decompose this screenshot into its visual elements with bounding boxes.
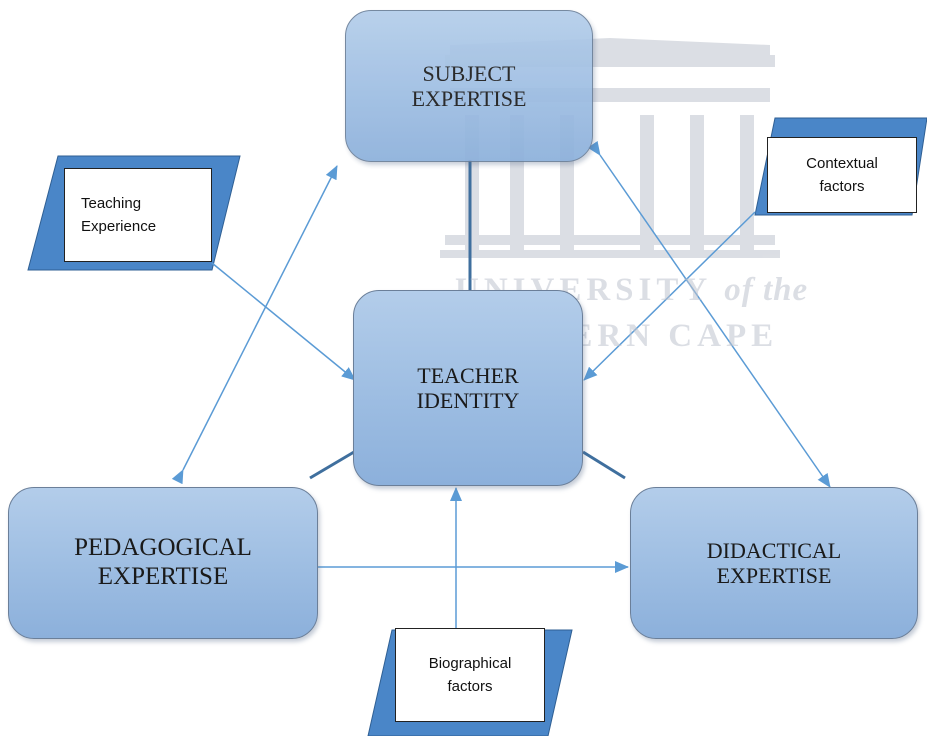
subject-expertise-label: SUBJECT EXPERTISE: [411, 60, 527, 111]
subject-expertise-node: SUBJECT EXPERTISE: [345, 10, 593, 162]
teacher-identity-label: TEACHER IDENTITY: [416, 362, 520, 413]
arrow-contextual-to-teacher: [583, 211, 756, 381]
connector-teacher-didactical: [582, 450, 626, 480]
arrow-subject-pedagogical: [171, 165, 338, 485]
didactical-expertise-label: DIDACTICAL EXPERTISE: [706, 537, 842, 588]
biographical-factors-label: Biographical factors: [428, 654, 512, 695]
teaching-experience-note: Teaching Experience: [64, 168, 212, 262]
watermark-of-the: of the: [724, 272, 809, 308]
contextual-factors-label: Contextual factors: [806, 154, 878, 195]
connector-teacher-pedagogical: [309, 450, 355, 480]
didactical-expertise-node: DIDACTICAL EXPERTISE: [630, 487, 918, 639]
teacher-identity-node: TEACHER IDENTITY: [353, 290, 583, 486]
arrow-subject-didactical: [587, 140, 831, 488]
teaching-experience-label: Teaching Experience: [81, 194, 157, 235]
pedagogical-expertise-label: PEDAGOGICAL EXPERTISE: [74, 534, 252, 590]
pedagogical-expertise-node: PEDAGOGICAL EXPERTISE: [8, 487, 318, 639]
biographical-factors-note: Biographical factors: [395, 628, 545, 722]
arrow-teaching-to-teacher: [211, 262, 356, 381]
contextual-factors-note: Contextual factors: [767, 137, 917, 213]
